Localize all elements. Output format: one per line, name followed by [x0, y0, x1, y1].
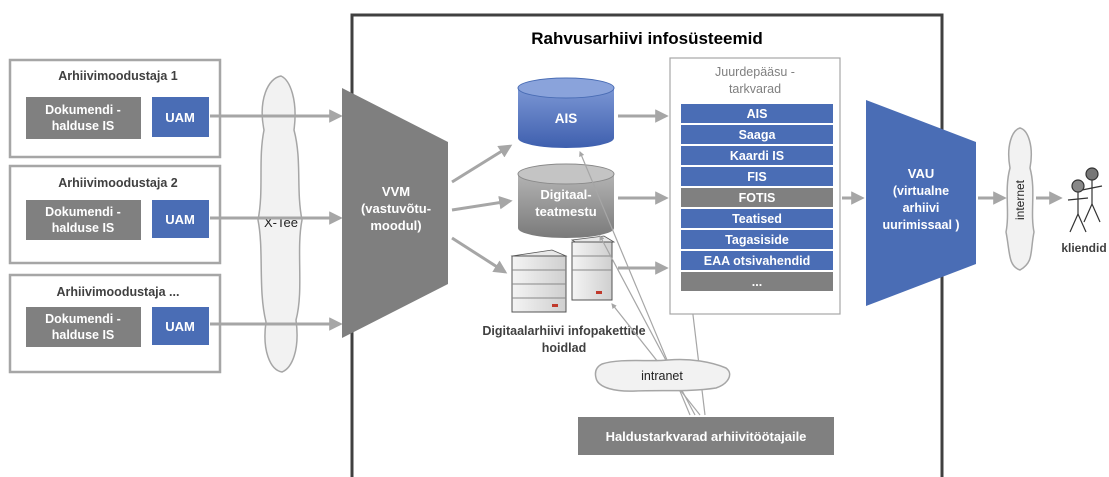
access-tool-row — [681, 230, 833, 249]
vau-label: uurimissaal ) — [882, 218, 959, 232]
internet-cloud — [1005, 127, 1035, 271]
dms-label: halduse IS — [52, 328, 115, 342]
arrow-vvm-servers — [451, 236, 508, 274]
provider-name: Arhiivimoodustaja 1 — [58, 69, 178, 83]
admin-tools-label: Haldustarkvarad arhiivitöötajaile — [606, 429, 807, 444]
admin-tools-box — [578, 417, 834, 455]
arrow-vvm-digital — [451, 195, 513, 212]
dms-box — [26, 200, 141, 240]
vau-module — [866, 100, 976, 306]
access-tools-heading: tarkvarad — [729, 82, 781, 96]
dms-box — [26, 307, 141, 347]
uam-label: UAM — [165, 110, 195, 125]
uam-label: UAM — [165, 212, 195, 227]
servers-label: Digitaalarhiivi infopakettide — [482, 324, 645, 338]
diagram-title: Rahvusarhiivi infosüsteemid — [531, 29, 762, 48]
access-tool-label: FIS — [747, 170, 766, 184]
internet-label: internet — [1013, 179, 1027, 220]
access-tool-label: EAA otsivahendid — [704, 254, 811, 268]
access-tool-row — [681, 104, 833, 123]
vau-label: (virtualne — [893, 184, 949, 198]
access-tool-label: Tagasiside — [725, 233, 789, 247]
vau-label: VAU — [908, 166, 934, 181]
access-tools-heading: Juurdepääsu - — [715, 65, 795, 79]
provider-name: Arhiivimoodustaja ... — [57, 285, 180, 299]
dms-box — [26, 97, 141, 139]
provider-2: Arhiivimoodustaja 2 Dokumendi - halduse … — [8, 164, 222, 265]
uam-label: UAM — [165, 319, 195, 334]
ais-database: AIS — [517, 77, 615, 148]
ais-label: AIS — [555, 111, 578, 126]
dms-label: Dokumendi - — [45, 205, 121, 219]
dms-label: Dokumendi - — [45, 103, 121, 117]
servers-label: hoidlad — [542, 341, 586, 355]
digital-store-database: Digitaal- teatmestu — [517, 163, 615, 238]
dms-label: Dokumendi - — [45, 312, 121, 326]
access-tool-row — [681, 146, 833, 165]
arrow-admin-servers — [611, 303, 701, 416]
uam-box — [152, 97, 209, 137]
clients-icon — [1067, 167, 1103, 233]
vau-label: arhiivi — [903, 201, 940, 215]
digital-store-label: Digitaal- — [540, 187, 591, 202]
access-tool-row — [681, 167, 833, 186]
access-tool-label: AIS — [747, 107, 768, 121]
dms-label: halduse IS — [52, 221, 115, 235]
digital-store-label: teatmestu — [535, 204, 596, 219]
uam-box — [152, 200, 209, 238]
vvm-label: moodul) — [370, 218, 421, 233]
dms-label: halduse IS — [52, 119, 115, 133]
vvm-module — [342, 88, 448, 338]
intranet-cloud — [594, 358, 731, 392]
clients-label: kliendid — [1061, 241, 1106, 255]
access-tool-label: Saaga — [739, 128, 777, 142]
access-tool-label: ... — [752, 275, 762, 289]
system-frame — [350, 13, 944, 477]
server-icon — [510, 235, 616, 313]
access-tool-label: FOTIS — [739, 191, 776, 205]
intranet-label: intranet — [641, 369, 683, 383]
arrow-vvm-ais — [451, 144, 513, 184]
provider-name: Arhiivimoodustaja 2 — [58, 176, 178, 190]
uam-box — [152, 307, 209, 345]
xtee-cloud — [257, 75, 303, 373]
access-tool-row — [681, 251, 833, 270]
access-tool-label: Kaardi IS — [730, 149, 784, 163]
access-tool-row — [681, 209, 833, 228]
access-tool-row — [681, 125, 833, 144]
access-tool-label: Teatised — [732, 212, 782, 226]
access-tool-row — [681, 272, 833, 291]
vvm-label: VVM — [382, 184, 410, 199]
provider-3: Arhiivimoodustaja ... Dokumendi - haldus… — [8, 273, 222, 374]
provider-1: Arhiivimoodustaja 1 Dokumendi - halduse … — [8, 58, 222, 159]
access-tool-row — [681, 188, 833, 207]
vvm-label: (vastuvõtu- — [361, 201, 431, 216]
